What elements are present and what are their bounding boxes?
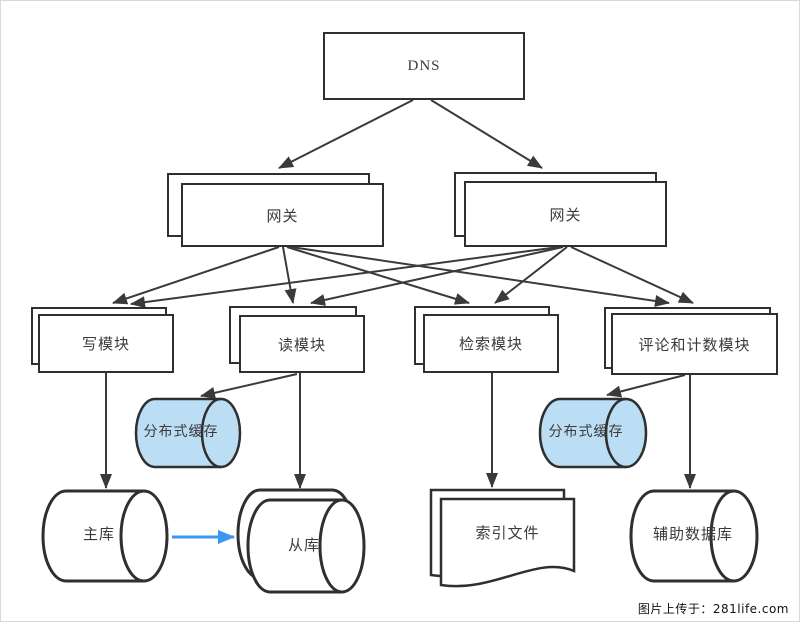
master-db-shape [41, 489, 169, 583]
node-dns: DNS [323, 32, 525, 100]
edge-gateway1-write-module [112, 246, 280, 305]
node-dns-label: DNS [407, 57, 441, 74]
edge-dns-gateway2 [430, 99, 543, 169]
edge-dns-gateway1 [278, 99, 414, 169]
node-comment-count-module-label: 评论和计数模块 [638, 337, 751, 354]
edge-gateway1-search-module [286, 246, 470, 305]
edge-gateway2-write-module [130, 246, 560, 309]
node-gateway2-label: 网关 [549, 207, 582, 224]
cache2-shape [538, 397, 648, 469]
watermark: 图片上传于：281life.com [637, 602, 789, 616]
node-search-module: 检索模块 [423, 314, 559, 373]
index-file-shape [429, 488, 576, 588]
edge-gateway1-comment-module [290, 246, 670, 307]
node-gateway1: 网关 [181, 183, 384, 247]
aux-db-shape [629, 489, 759, 583]
node-write-module: 写模块 [38, 314, 174, 373]
edge-comment-module-cache2 [606, 374, 686, 398]
node-gateway2: 网关 [464, 181, 667, 247]
node-read-module: 读模块 [239, 315, 365, 373]
slave-db-shape [236, 488, 366, 594]
edge-gateway1-read-module [282, 246, 297, 304]
edge-gateway2-read-module [310, 246, 564, 306]
edge-read-module-cache1 [200, 373, 298, 399]
node-write-module-label: 写模块 [81, 337, 130, 353]
cache1-shape [134, 397, 242, 469]
node-search-module-label: 检索模块 [458, 337, 523, 353]
edge-gateway2-search-module [494, 246, 568, 304]
node-gateway1-label: 网关 [266, 208, 299, 225]
edge-gateway2-comment-module [570, 246, 694, 304]
node-read-module-label: 读模块 [277, 337, 326, 354]
node-comment-count-module: 评论和计数模块 [611, 313, 778, 375]
